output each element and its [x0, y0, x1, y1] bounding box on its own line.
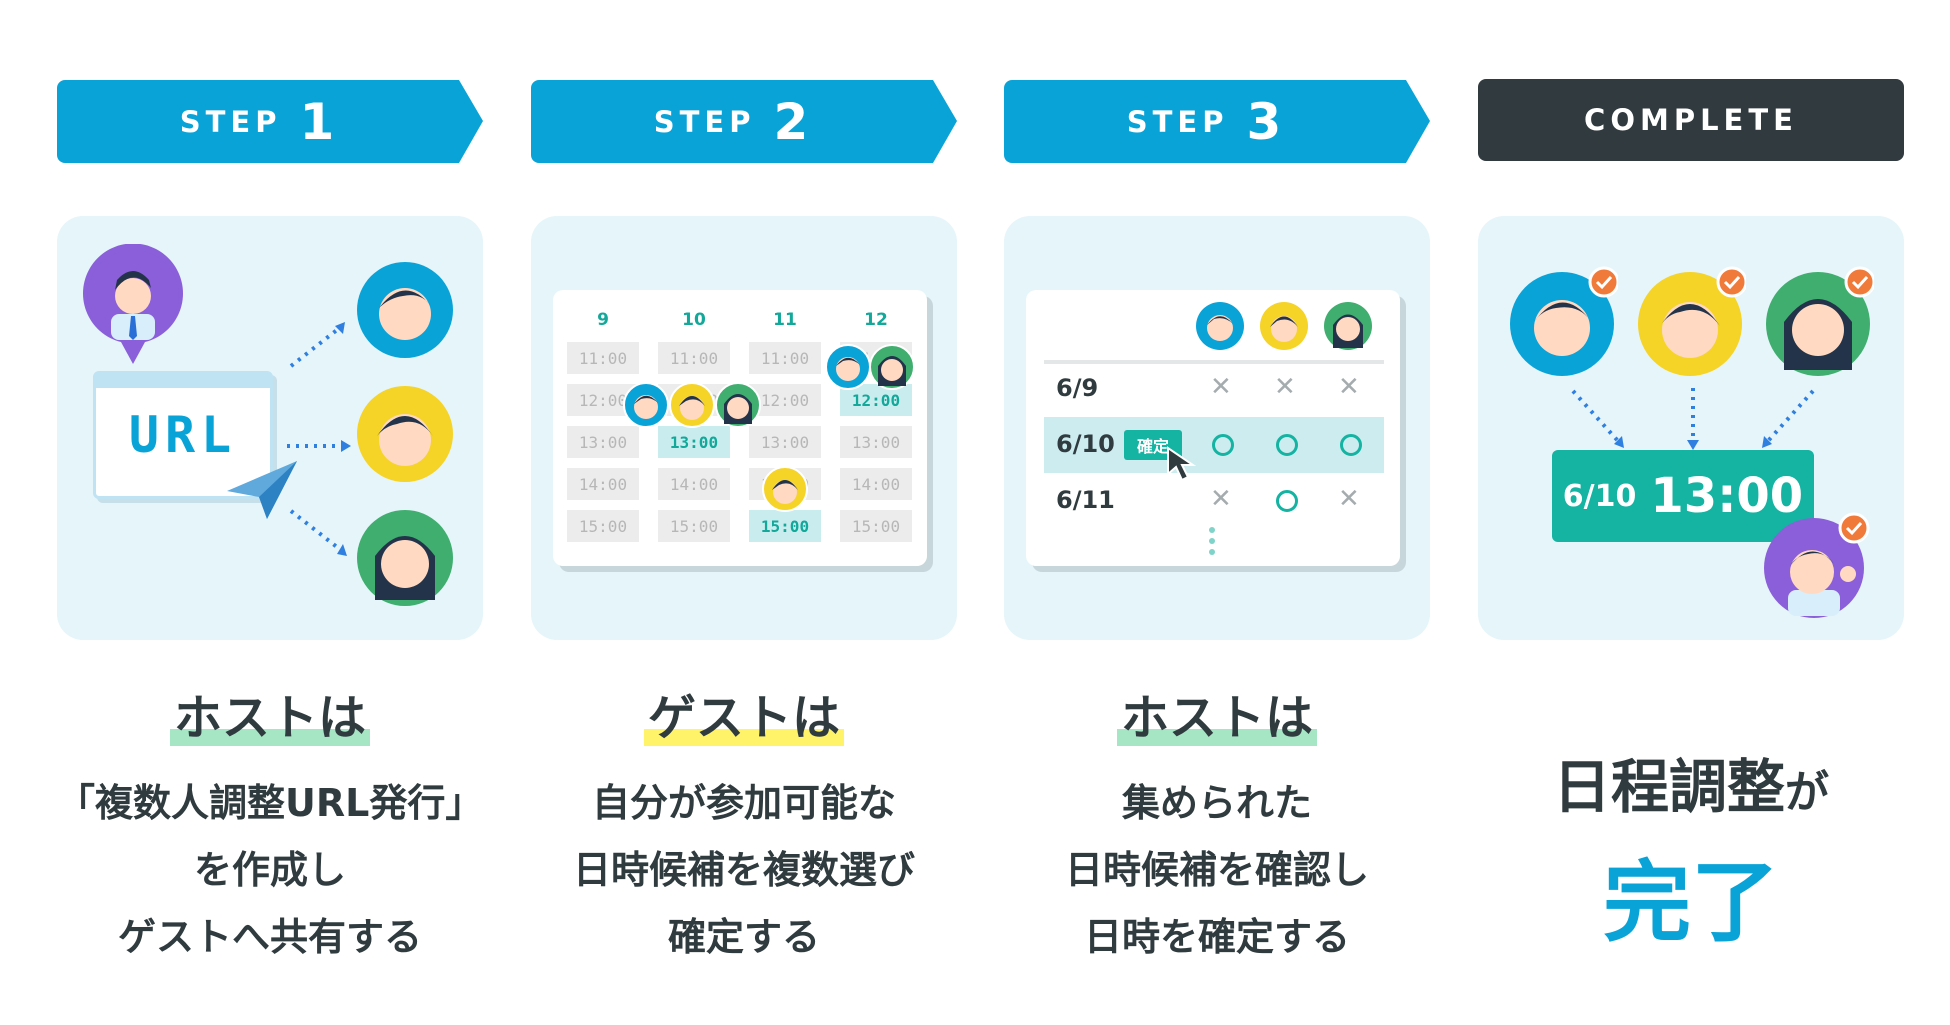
step1-description: 「複数人調整URL発行」 を作成し ゲストへ共有する: [57, 770, 483, 971]
complete-banner: COMPLETE: [1478, 79, 1904, 161]
guest-avatar-blue: [1194, 300, 1246, 352]
step1-banner: STEP 1: [57, 80, 483, 163]
step-word: STEP: [1127, 105, 1229, 139]
step3-illustration: 6/9 ✕ ✕ ✕ 6/10 確定 6/11 ✕ ✕: [1004, 216, 1430, 640]
step-word: STEP: [180, 105, 282, 139]
guest-avatar-blue: [357, 262, 453, 358]
step-word: STEP: [654, 105, 756, 139]
date-row-label: 6/11: [1056, 486, 1115, 514]
desc-line: 「複数人調整URL発行」: [57, 770, 483, 837]
time-slot[interactable]: 14:00: [567, 468, 639, 500]
desc-line: 日時候補を確認し: [1004, 837, 1430, 904]
response-table-card: 6/9 ✕ ✕ ✕ 6/10 確定 6/11 ✕ ✕: [1026, 290, 1400, 566]
time-slot[interactable]: 15:00: [567, 510, 639, 542]
step1-illustration: URL: [57, 216, 483, 640]
step3-description: 集められた 日時候補を確認し 日時を確定する: [1004, 770, 1430, 971]
complete-column: COMPLETE 6/10 13:00 日程調整が 完了: [1478, 0, 1904, 1025]
available-icon: [1340, 434, 1362, 456]
available-icon: [1276, 490, 1298, 512]
desc-line: ゲストへ共有する: [57, 904, 483, 971]
desc-line: 集められた: [1004, 770, 1430, 837]
more-dots-icon: [1208, 526, 1216, 556]
unavailable-icon: ✕: [1210, 484, 1232, 514]
complete-message-line2: 完了: [1478, 832, 1904, 959]
complete-message-line1: 日程調整が: [1478, 740, 1904, 824]
step-number: 2: [773, 93, 808, 151]
time-slot[interactable]: 15:00: [840, 510, 912, 542]
time-slot[interactable]: 11:00: [749, 342, 821, 374]
guest-avatar-yellow: [1636, 266, 1746, 376]
step-number: 3: [1246, 93, 1281, 151]
day-label: 11: [749, 310, 821, 330]
guest-avatar-yellow: [669, 382, 715, 428]
step3-headline: ホストは: [1117, 690, 1317, 746]
step2-illustration: 9 10 11 12 11:00 12:00 13:00 14:00 15:00…: [531, 216, 957, 640]
time-slot-selected[interactable]: 13:00: [658, 426, 730, 458]
step2-description: 自分が参加可能な 日時候補を複数選び 確定する: [531, 770, 957, 971]
available-icon: [1276, 434, 1298, 456]
day-label: 9: [567, 310, 639, 330]
unavailable-icon: ✕: [1338, 484, 1360, 514]
desc-line: を作成し: [57, 837, 483, 904]
desc-line: 自分が参加可能な: [531, 770, 957, 837]
guest-avatar-yellow: [762, 466, 808, 512]
guest-avatar-blue: [1508, 266, 1618, 376]
guest-avatar-blue: [825, 344, 871, 390]
step1-headline: ホストは: [170, 690, 370, 746]
desc-line: 日時を確定する: [1004, 904, 1430, 971]
cursor-icon: [1166, 446, 1200, 482]
available-icon: [1212, 434, 1234, 456]
unavailable-icon: ✕: [1338, 372, 1360, 402]
complete-illustration: 6/10 13:00: [1478, 216, 1904, 640]
share-arrows: [287, 316, 357, 566]
time-slot[interactable]: 13:00: [567, 426, 639, 458]
date-row-label: 6/9: [1056, 374, 1098, 402]
unavailable-icon: ✕: [1274, 372, 1296, 402]
calendar-card: 9 10 11 12 11:00 12:00 13:00 14:00 15:00…: [553, 290, 927, 566]
converge-arrows: [1568, 386, 1818, 456]
guest-avatar-yellow: [357, 386, 453, 482]
day-label: 12: [840, 310, 912, 330]
guest-avatar-green: [1764, 266, 1874, 376]
time-slot[interactable]: 11:00: [567, 342, 639, 374]
guest-avatar-green: [357, 510, 453, 606]
step2-column: STEP 2 9 10 11 12 11:00 12:00 13:00 14:00…: [531, 0, 957, 1025]
step3-column: STEP 3 6/9 ✕ ✕ ✕ 6/10 確定 6/11 ✕ ✕ ホストは: [1004, 0, 1430, 1025]
host-avatar-pin: [81, 244, 185, 368]
time-slot-selected[interactable]: 15:00: [749, 510, 821, 542]
guest-avatar-green: [1322, 300, 1374, 352]
time-slot[interactable]: 14:00: [658, 468, 730, 500]
step2-headline: ゲストは: [644, 690, 844, 746]
date-row-label: 6/10: [1056, 430, 1115, 458]
desc-line: 確定する: [531, 904, 957, 971]
url-text: URL: [96, 406, 270, 464]
time-slot[interactable]: 11:00: [658, 342, 730, 374]
complete-main-text: 日程調整: [1553, 753, 1785, 821]
step2-banner: STEP 2: [531, 80, 957, 163]
guest-avatar-green: [869, 344, 915, 390]
unavailable-icon: ✕: [1210, 372, 1232, 402]
host-avatar: [1762, 510, 1872, 620]
confirmed-date: 6/10: [1563, 479, 1637, 514]
time-slot[interactable]: 14:00: [840, 468, 912, 500]
time-slot[interactable]: 13:00: [840, 426, 912, 458]
complete-suffix-text: が: [1785, 767, 1829, 818]
guest-avatar-yellow: [1258, 300, 1310, 352]
guest-avatar-green: [715, 382, 761, 428]
step3-banner: STEP 3: [1004, 80, 1430, 163]
time-slot[interactable]: 15:00: [658, 510, 730, 542]
time-slot[interactable]: 13:00: [749, 426, 821, 458]
day-label: 10: [658, 310, 730, 330]
guest-avatar-blue: [623, 382, 669, 428]
step-number: 1: [299, 93, 334, 151]
desc-line: 日時候補を複数選び: [531, 837, 957, 904]
